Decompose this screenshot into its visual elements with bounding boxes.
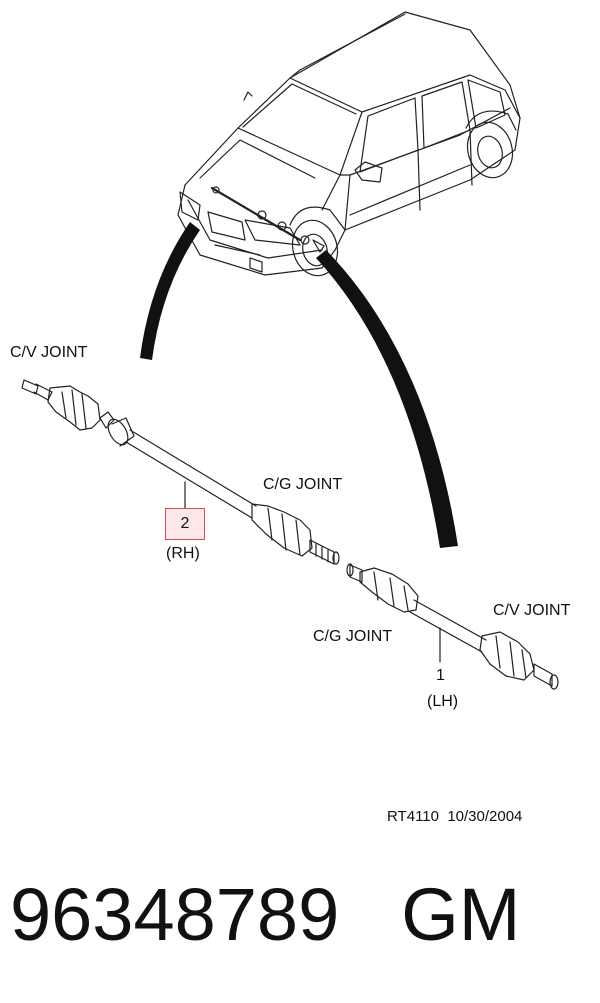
drawing-reference: RT4110 10/30/2004 [387, 808, 522, 825]
cv-joint-label-lh: C/V JOINT [493, 602, 571, 619]
pointer-arcs [140, 222, 458, 548]
car-drawing [177, 11, 521, 277]
cg-joint-label-lh: C/G JOINT [313, 628, 393, 645]
cv-joint-label-rh: C/V JOINT [10, 344, 88, 361]
rh-part-callout[interactable]: 2 [165, 508, 205, 540]
part-number: 96348789 [10, 873, 340, 956]
rh-part-number: 2 [180, 515, 190, 532]
rh-driveshaft [21, 379, 340, 565]
cg-joint-label-rh: C/G JOINT [263, 476, 343, 493]
rh-side-label: (RH) [166, 545, 200, 562]
drawing-code: RT4110 [387, 808, 439, 825]
brand-label: GM [401, 873, 521, 956]
lh-part-number: 1 [436, 667, 445, 684]
drawing-date: 10/30/2004 [447, 808, 523, 825]
lh-driveshaft [346, 563, 559, 690]
lh-side-label: (LH) [427, 693, 459, 710]
